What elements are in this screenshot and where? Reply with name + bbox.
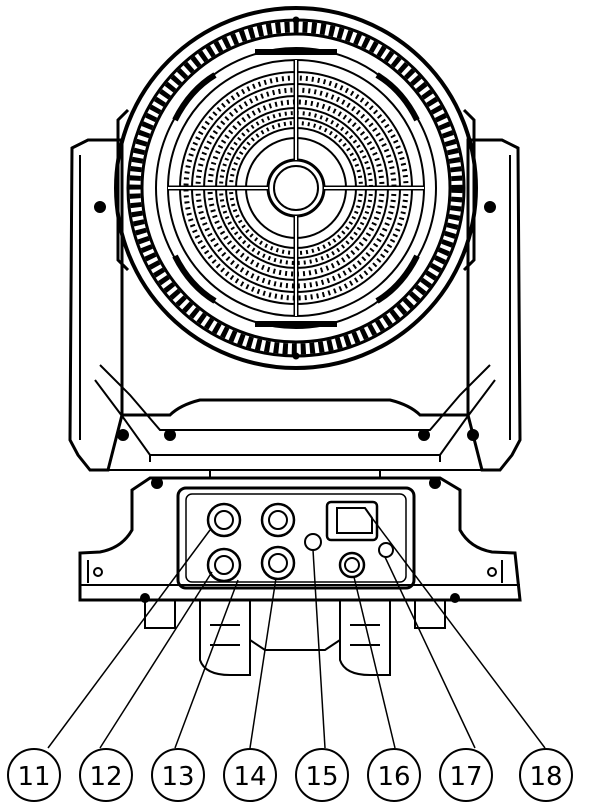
callout-18: 18 <box>529 762 562 792</box>
callout-15: 15 <box>305 762 338 792</box>
callout-circle-18 <box>519 748 573 802</box>
callout-circle-14 <box>223 748 277 802</box>
callout-circle-11 <box>7 748 61 802</box>
callout-circle-15 <box>295 748 349 802</box>
base <box>78 470 522 676</box>
fixture-drawing <box>7 6 573 802</box>
head-lens <box>114 6 478 370</box>
callout-circle-13 <box>151 748 205 802</box>
callout-11: 11 <box>17 762 50 792</box>
callout-circles <box>7 748 573 802</box>
callout-14: 14 <box>233 762 266 792</box>
callout-labels: 11 12 13 14 15 16 17 18 <box>17 762 562 792</box>
callout-12: 12 <box>89 762 122 792</box>
callout-16: 16 <box>377 762 410 792</box>
callout-circle-16 <box>367 748 421 802</box>
callout-circle-17 <box>439 748 493 802</box>
leader-lines <box>47 517 546 749</box>
callout-17: 17 <box>449 762 482 792</box>
callout-circle-12 <box>79 748 133 802</box>
callout-13: 13 <box>161 762 194 792</box>
yoke <box>68 138 522 472</box>
